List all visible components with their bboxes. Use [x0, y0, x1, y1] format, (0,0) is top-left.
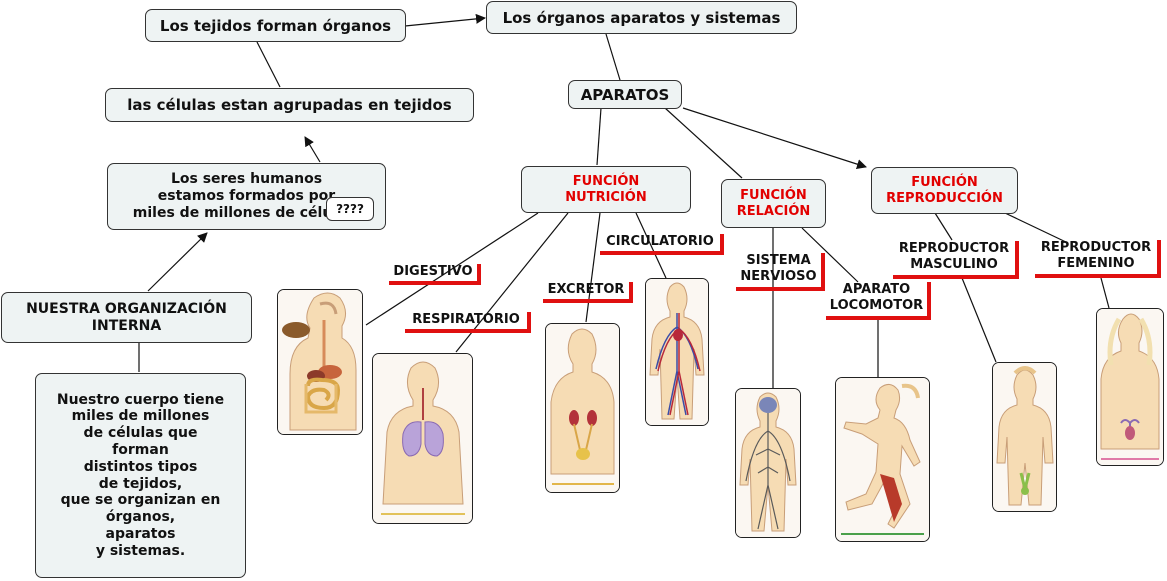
- node-funcion-reproduccion[interactable]: FUNCIÓN REPRODUCCIÓN: [871, 167, 1018, 214]
- label-respiratorio[interactable]: RESPIRATORIO: [405, 312, 531, 334]
- nervous-system-card[interactable]: [735, 388, 801, 538]
- node-tejidos-forman-organos[interactable]: Los tejidos forman órganos: [145, 9, 406, 42]
- label-digestivo[interactable]: DIGESTIVO: [389, 264, 481, 286]
- label-reproductor-masculino[interactable]: REPRODUCTOR MASCULINO: [893, 241, 1019, 279]
- node-celulas-agrupadas-tejidos[interactable]: las células estan agrupadas en tejidos: [105, 88, 474, 122]
- circulatory-system-illustration: [646, 279, 708, 425]
- label-excretor[interactable]: EXCRETOR: [543, 282, 633, 304]
- female-reproductive-illustration: [1097, 309, 1163, 465]
- excretory-system-illustration: [546, 324, 619, 492]
- node-descripcion-cuerpo[interactable]: Nuestro cuerpo tiene miles de millones d…: [35, 373, 246, 578]
- locomotor-system-illustration: [836, 378, 929, 541]
- female-reproductive-card[interactable]: [1096, 308, 1164, 466]
- label-aparato-locomotor[interactable]: APARATO LOCOMOTOR: [826, 282, 931, 320]
- male-reproductive-illustration: [993, 363, 1056, 511]
- locomotor-system-card[interactable]: [835, 377, 930, 542]
- node-funcion-relacion[interactable]: FUNCIÓN RELACIÓN: [721, 179, 826, 228]
- node-nuestra-organizacion-interna[interactable]: NUESTRA ORGANIZACIÓN INTERNA: [1, 292, 252, 343]
- excretory-system-card[interactable]: [545, 323, 620, 493]
- label-sistema-nervioso[interactable]: SISTEMA NERVIOSO: [736, 253, 825, 291]
- male-reproductive-card[interactable]: [992, 362, 1057, 512]
- nervous-system-illustration: [736, 389, 800, 537]
- label-circulatorio[interactable]: CIRCULATORIO: [600, 234, 724, 256]
- respiratory-system-card[interactable]: [372, 353, 473, 524]
- node-funcion-nutricion[interactable]: FUNCIÓN NUTRICIÓN: [521, 166, 691, 213]
- node-interrogacion[interactable]: ????: [326, 197, 374, 221]
- respiratory-system-illustration: [373, 354, 472, 523]
- circulatory-system-card[interactable]: [645, 278, 709, 426]
- node-aparatos[interactable]: APARATOS: [568, 80, 682, 109]
- digestive-system-card[interactable]: [277, 289, 363, 435]
- digestive-system-illustration: [278, 290, 362, 434]
- node-organos-aparatos-sistemas[interactable]: Los órganos aparatos y sistemas: [486, 1, 797, 34]
- label-reproductor-femenino[interactable]: REPRODUCTOR FEMENINO: [1035, 240, 1161, 278]
